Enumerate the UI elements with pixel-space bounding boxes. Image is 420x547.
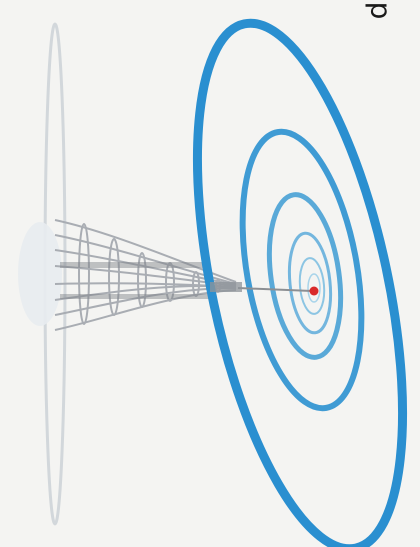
- ring-3: [260, 190, 350, 362]
- ring-4: [285, 231, 335, 335]
- center-dot: [310, 287, 319, 296]
- left-disc-glow: [18, 222, 62, 326]
- ring-5: [298, 257, 327, 315]
- needle-tip: [210, 282, 242, 292]
